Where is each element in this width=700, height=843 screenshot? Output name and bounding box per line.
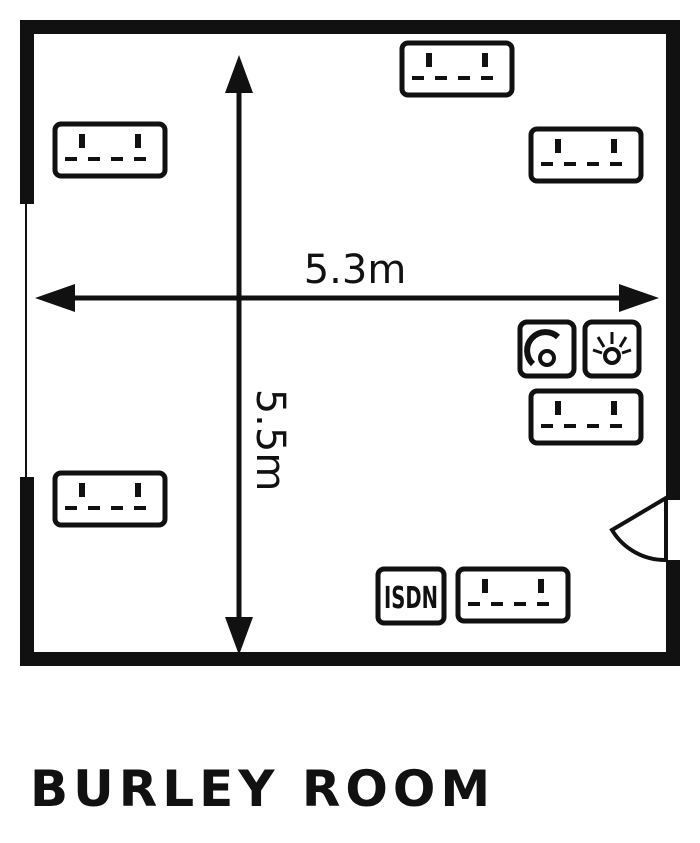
socket-icon [402,43,512,95]
socket-icon [55,473,165,525]
power-socket [402,43,512,95]
power-socket [55,124,165,176]
isdn-label: ISDN [384,581,438,616]
light-switch-icon [582,319,642,379]
isdn-socket-icon: ISDN [375,566,447,626]
right-wall-lower [666,560,680,666]
socket-icon [55,124,165,176]
power-socket [531,129,641,181]
bottom-wall [20,652,680,666]
room-walls [20,20,680,666]
length-arrow-head-top [225,55,253,93]
length-label: 5.5m [247,389,293,492]
power-socket [55,473,165,525]
width-arrow-head-left [35,284,75,312]
power-socket [458,569,568,621]
left-wall-upper [20,20,34,204]
length-arrow-head-bottom [225,617,253,655]
left-wall-lower [20,477,34,666]
socket-icon [458,569,568,621]
room-title: BURLEY ROOM [30,760,496,818]
socket-icon [531,391,641,443]
top-wall [20,20,680,34]
right-wall-upper [666,20,680,500]
width-arrow-head-right [619,284,659,312]
socket-icon [531,129,641,181]
dimension-arrows [35,55,659,655]
door-icon [609,494,668,563]
power-socket [531,391,641,443]
width-label: 5.3m [304,247,407,293]
telephone-socket-icon [517,319,577,379]
